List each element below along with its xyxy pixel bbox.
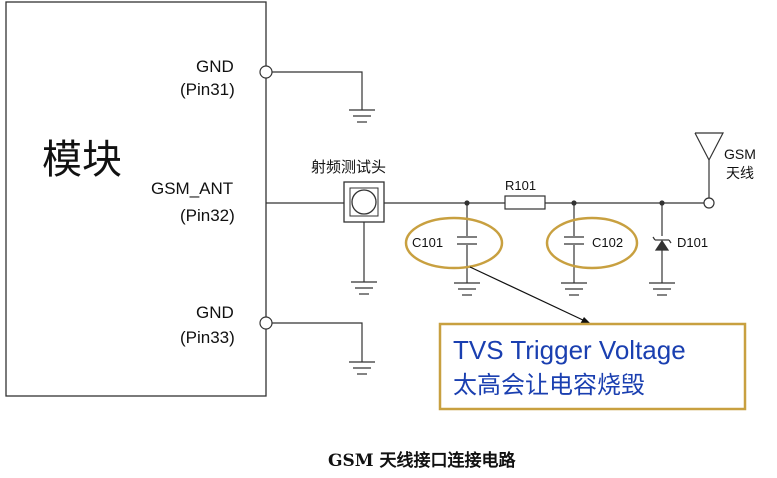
module-label: 模块: [42, 137, 122, 183]
resistor-r101: [504, 195, 546, 210]
capacitor-c101: [454, 200, 480, 296]
antenna-label-cn: 天线: [726, 166, 754, 182]
module-block: [5, 1, 267, 397]
r101-label: R101: [505, 178, 536, 193]
d101-label: D101: [677, 235, 708, 250]
c101-highlight-ellipse: [404, 216, 504, 270]
c101-label: C101: [412, 235, 443, 250]
figure-caption: GSM 天线接口连接电路: [328, 450, 517, 471]
callout-line2: 太高会让电容烧毁: [453, 371, 645, 399]
c102-label: C102: [592, 235, 623, 250]
pin31-ground-net: [259, 65, 375, 123]
pin32-number: (Pin32): [180, 206, 235, 225]
pin32-name: GSM_ANT: [151, 179, 233, 198]
antenna-icon: [694, 132, 724, 209]
pin33-ground-net: [259, 316, 375, 375]
rf-test-head-label: 射频测试头: [311, 158, 386, 176]
pin31-number: (Pin31): [180, 80, 235, 99]
pin33-name: GND: [196, 303, 234, 322]
pin33-number: (Pin33): [180, 328, 235, 347]
diode-d101: [649, 200, 675, 296]
capacitor-c102: [561, 200, 587, 296]
pin31-name: GND: [196, 57, 234, 76]
callout-line1: TVS Trigger Voltage: [453, 335, 686, 365]
rf-test-head: [343, 181, 385, 295]
antenna-label-gsm: GSM: [724, 146, 756, 162]
c102-highlight-ellipse: [545, 216, 639, 270]
callout-box: [438, 322, 747, 411]
